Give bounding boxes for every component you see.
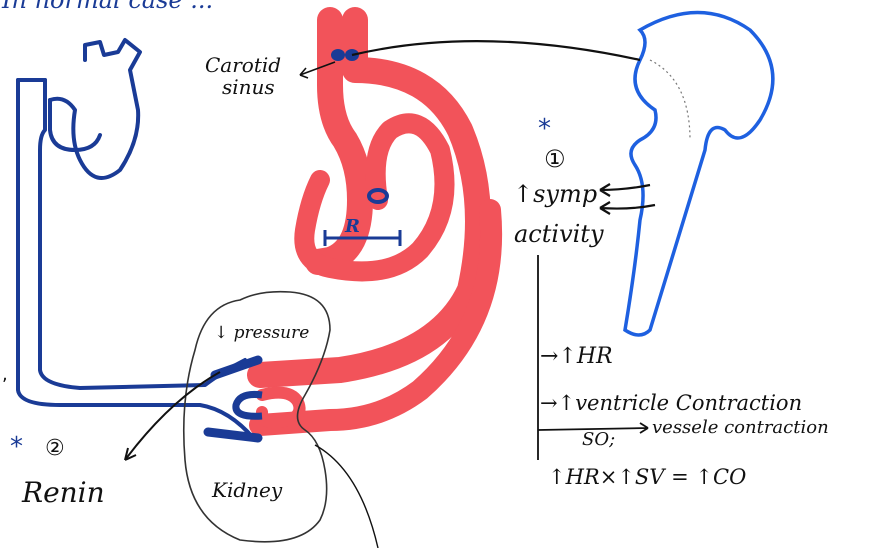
equation-label: ↑HR×↑SV = ↑CO	[548, 465, 746, 489]
artery-group	[260, 20, 491, 425]
header-text: In normal case ...	[1, 0, 213, 14]
afferent-nerve	[352, 41, 640, 60]
carotid-label-2: sinus	[222, 75, 275, 99]
vein-group	[18, 40, 255, 440]
pressure-label: ↓ pressure	[214, 323, 309, 343]
step1-marker: ①	[544, 145, 566, 173]
symp-arrow-2	[600, 202, 655, 214]
renal-loop-blue	[236, 394, 262, 416]
symp-label-2: activity	[514, 220, 604, 248]
symp-label-1: ↑symp	[513, 180, 597, 208]
carotid-receptor-left	[331, 49, 345, 61]
heart-outline	[50, 40, 140, 178]
so-label: SO;	[582, 429, 615, 450]
kidney-label: Kidney	[211, 478, 283, 502]
stray-mark: ,	[2, 364, 8, 385]
resistance-label: R	[344, 216, 360, 237]
renal-vein-lower	[208, 432, 258, 438]
brain-outline	[625, 13, 773, 336]
step2-star: *	[10, 432, 23, 462]
renin-label: Renin	[21, 476, 105, 509]
effect-hr-label: →↑HR	[540, 344, 613, 369]
step1-star: *	[538, 114, 551, 144]
kidney-thin-line	[315, 445, 378, 548]
renal-loop-red	[262, 393, 300, 423]
effect-vessel-label: vessele contraction	[652, 417, 829, 438]
carotid-label-1: Carotid	[205, 53, 281, 77]
brainstem-dotted	[650, 60, 690, 140]
step2-marker: ②	[45, 436, 65, 461]
effect-ventricle-label: →↑ventricle Contraction	[540, 391, 802, 415]
